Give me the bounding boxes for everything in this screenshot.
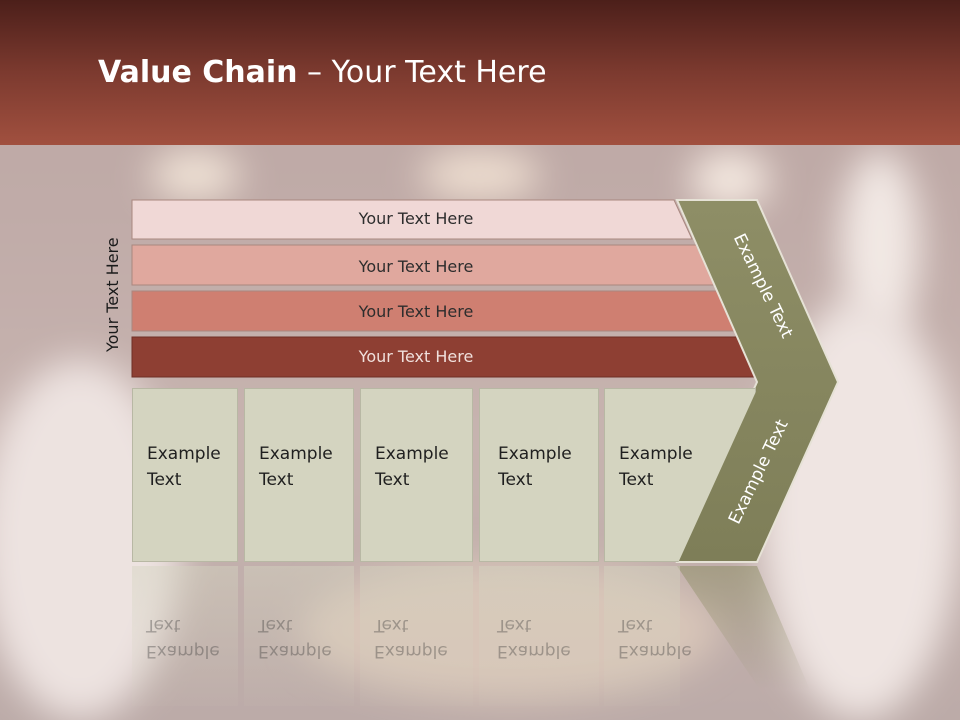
row-label-3: Your Text Here — [358, 302, 474, 321]
row-label-1: Your Text Here — [358, 209, 474, 228]
row-label-4: Your Text Here — [358, 347, 474, 366]
box-reflection-1: Example Text — [132, 566, 238, 706]
refl-line1: Example — [618, 641, 692, 661]
slide-title: Value Chain – Your Text Here — [98, 55, 547, 90]
box-reflection-4: Example Text — [479, 566, 599, 706]
box-line2: Text — [375, 470, 410, 490]
box-line2: Text — [619, 470, 654, 490]
box-reflection-5: Example Text — [604, 566, 692, 706]
box-line2: Text — [498, 470, 533, 490]
reflection-text: Example Text — [374, 612, 474, 664]
reflection-text: Example Text — [497, 612, 597, 664]
box-line2: Text — [259, 470, 294, 490]
box-reflection-3: Example Text — [360, 566, 473, 706]
box-line1: Example — [147, 444, 221, 464]
box-line2: Text — [147, 470, 182, 490]
refl-line1: Example — [146, 641, 220, 661]
title-rest: – Your Text Here — [297, 55, 547, 90]
box-line1: Example — [375, 444, 449, 464]
chevron-reflection — [677, 566, 810, 690]
header-band: Value Chain – Your Text Here — [0, 0, 960, 145]
box-line1: Example — [619, 444, 693, 464]
box-line1: Example — [498, 444, 572, 464]
refl-line1: Example — [497, 641, 571, 661]
reflection-text: Example Text — [258, 612, 358, 664]
refl-line1: Example — [258, 641, 332, 661]
title-bold: Value Chain — [98, 55, 298, 90]
reflection-text: Example Text — [146, 612, 246, 664]
row-label-2: Your Text Here — [358, 257, 474, 276]
refl-line2: Text — [374, 615, 409, 635]
box-line1: Example — [259, 444, 333, 464]
refl-line2: Text — [258, 615, 293, 635]
box-reflection-2: Example Text — [244, 566, 354, 706]
refl-line2: Text — [618, 615, 653, 635]
row-band-1 — [131, 199, 693, 240]
refl-line2: Text — [497, 615, 532, 635]
reflection-text: Example Text — [618, 612, 718, 664]
refl-line1: Example — [374, 641, 448, 661]
refl-line2: Text — [146, 615, 181, 635]
